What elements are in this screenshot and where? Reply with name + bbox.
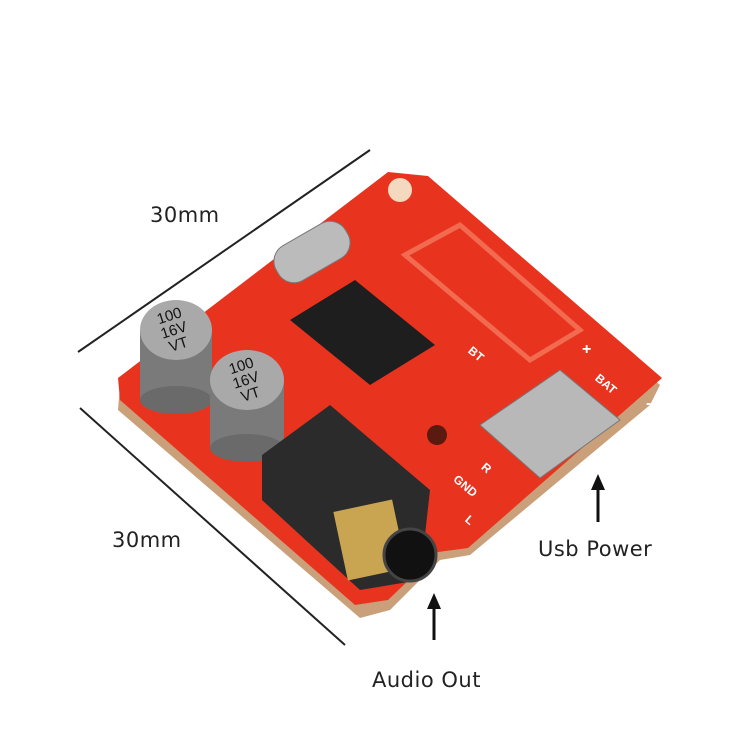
width-dimension-label: 30mm [150, 203, 220, 227]
audio-arrow-icon [427, 593, 441, 640]
main-chip [290, 280, 435, 385]
mounting-hole [427, 425, 447, 445]
depth-dimension-label: 30mm [112, 528, 182, 552]
antenna-trace [400, 221, 585, 364]
silkscreen-minus: - [646, 395, 652, 412]
audio-out-label: Audio Out [372, 668, 481, 692]
mounting-hole [388, 178, 412, 202]
usb-arrow-icon [591, 474, 605, 522]
crystal [273, 220, 351, 284]
width-dimension-line [77, 149, 371, 353]
silkscreen-plus: + [582, 341, 592, 358]
usb-power-label: Usb Power [538, 537, 653, 561]
capacitor [210, 350, 284, 462]
usb-port [479, 369, 621, 479]
audio-jack-port [382, 527, 438, 583]
depth-dimension-line [79, 407, 346, 646]
capacitor [140, 300, 212, 414]
